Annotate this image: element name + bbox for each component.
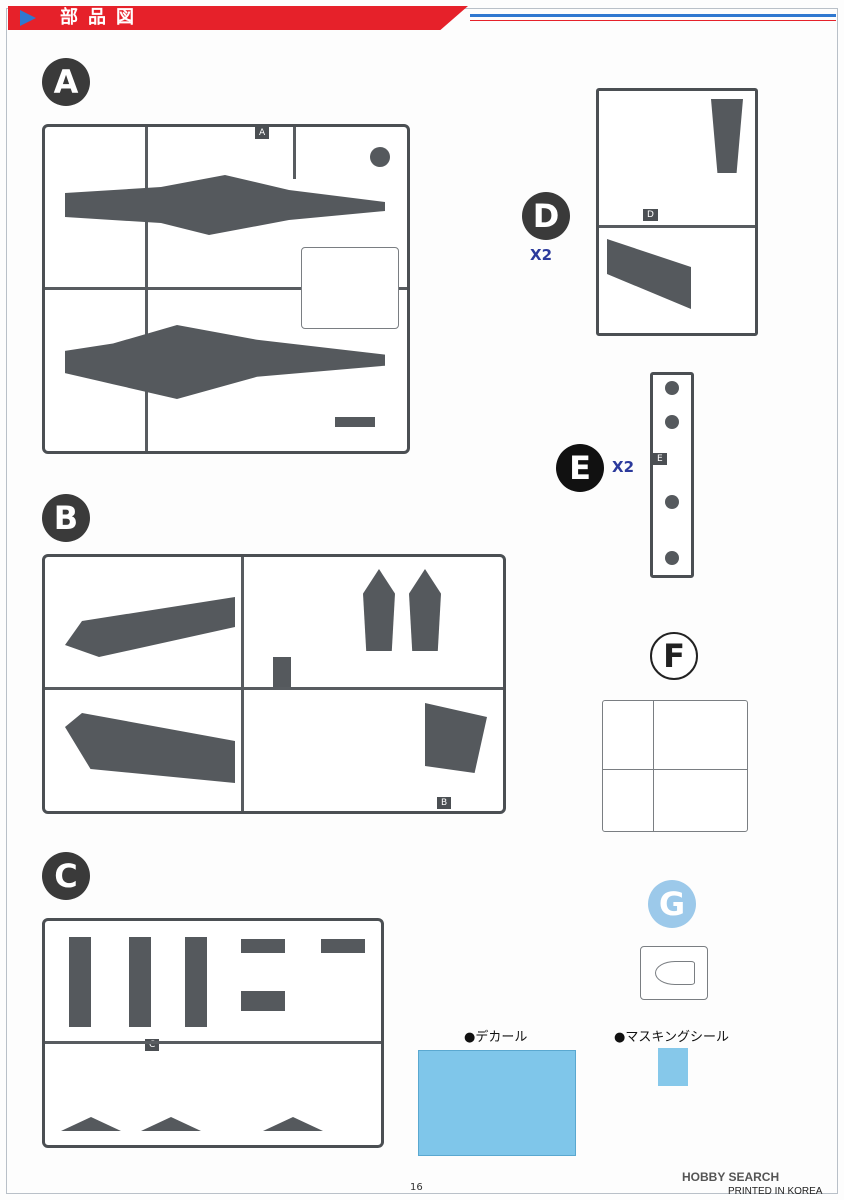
header-rule-red — [470, 20, 836, 21]
masking-sheet — [658, 1048, 688, 1086]
sprue-c-divider — [45, 1041, 381, 1044]
page-title: 部品図 — [60, 7, 144, 28]
sprue-f-badge: F — [650, 632, 698, 680]
sprue-e-runner: E — [650, 372, 694, 578]
wing-upper-part — [65, 597, 235, 657]
sprue-g-runner — [640, 946, 708, 1000]
sprue-d-divider — [599, 225, 755, 228]
sprue-b-gate — [241, 557, 244, 811]
sprue-b-badge: B — [42, 494, 90, 542]
decal-label: ●デカール — [464, 1030, 528, 1045]
sprue-f-gate — [653, 701, 654, 831]
header-rule — [470, 14, 836, 17]
sprue-f-divider — [603, 769, 747, 770]
sprue-d-tag: D — [643, 209, 658, 221]
header-triangle-icon — [20, 10, 36, 26]
wheel-e1 — [665, 381, 679, 395]
stabilizer-part — [425, 703, 487, 773]
small-part-c2 — [141, 1117, 201, 1131]
sprue-d-multiplier: X2 — [530, 246, 553, 264]
sprue-a-badge: A — [42, 58, 90, 106]
small-part — [335, 417, 375, 427]
sprue-a-runner: A — [42, 124, 410, 454]
fuselage-upper-part — [65, 175, 385, 235]
panel-part-3 — [185, 937, 207, 1027]
wheel-e4 — [665, 551, 679, 565]
wing-part-d — [607, 239, 691, 309]
panel-part-6 — [241, 991, 285, 1011]
small-part-b1 — [273, 657, 291, 687]
sprue-g-badge: G — [648, 880, 696, 928]
printed-in: PRINTED IN KOREA — [728, 1186, 823, 1197]
tail-part-right — [409, 569, 441, 651]
small-part-c3 — [263, 1117, 323, 1131]
panel-part-5 — [321, 939, 365, 953]
sprue-e-multiplier: X2 — [612, 458, 635, 476]
sprue-f-runner — [602, 700, 748, 832]
sprue-e-badge: E — [556, 444, 604, 492]
sprue-e-tag: E — [653, 453, 667, 465]
sprue-a-gate-2 — [293, 127, 296, 179]
decal-sheet — [418, 1050, 576, 1156]
small-part-c1 — [61, 1117, 121, 1131]
page-number: 16 — [410, 1182, 423, 1193]
wing-lower-part — [65, 713, 235, 783]
panel-part-4 — [241, 939, 285, 953]
sprue-a-gate — [145, 127, 148, 451]
panel-part-1 — [69, 937, 91, 1027]
sprue-a-small-frame — [301, 247, 399, 329]
sprue-b-tag: B — [437, 797, 452, 809]
sprue-b-divider — [45, 687, 503, 690]
wheel-e3 — [665, 495, 679, 509]
tail-part-left — [363, 569, 395, 651]
wheel-part — [370, 147, 390, 167]
sprue-c-badge: C — [42, 852, 90, 900]
sprue-a-tag: A — [255, 127, 270, 139]
header-bar — [8, 6, 468, 30]
panel-part-2 — [129, 937, 151, 1027]
sprue-c-runner: C — [42, 918, 384, 1148]
fin-part-d — [711, 99, 743, 173]
watermark: HOBBY SEARCH — [682, 1170, 780, 1184]
masking-label: ●マスキングシール — [614, 1030, 729, 1045]
sprue-d-badge: D — [522, 192, 570, 240]
wheel-e2 — [665, 415, 679, 429]
sprue-a-divider — [45, 287, 407, 290]
canopy-part — [655, 961, 695, 985]
sprue-b-runner: B — [42, 554, 506, 814]
fuselage-lower-part — [65, 325, 385, 399]
sprue-d-runner: D — [596, 88, 758, 336]
